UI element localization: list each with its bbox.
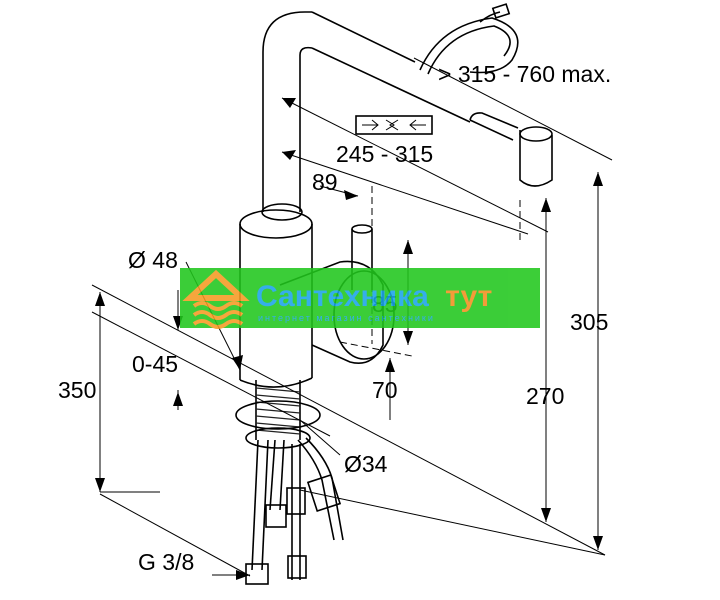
counter-thickness-label: 0-45 xyxy=(132,351,178,377)
connection-thread-label: G 3/8 xyxy=(138,549,194,575)
house-logo-icon xyxy=(182,269,250,329)
threaded-shank xyxy=(235,380,321,449)
watermark-brand: Сантехника тут xyxy=(256,280,492,313)
watermark-banner: Сантехника тут интернет магазин сантехни… xyxy=(180,268,540,329)
base-height-label: 70 xyxy=(372,377,398,403)
watermark-tagline: интернет магазин сантехники xyxy=(258,313,435,323)
arrowheads xyxy=(95,98,603,580)
spray-head xyxy=(469,112,553,187)
spout-reach-label: 245 - 315 xyxy=(336,141,433,167)
watermark-brand-word-2: тут xyxy=(445,280,492,313)
spout-offset-label: 89 xyxy=(312,169,338,195)
hose-range-label: > 315 - 760 max. xyxy=(438,61,611,87)
faucet-spout xyxy=(261,11,471,221)
shank-diameter-label: Ø34 xyxy=(344,451,388,477)
outlet-height-label: 270 xyxy=(526,383,564,409)
total-height-right-label: 305 xyxy=(570,309,608,335)
body-diameter-label: Ø 48 xyxy=(128,247,178,273)
range-symbol xyxy=(355,115,433,135)
watermark-brand-word-1: Сантехника xyxy=(256,280,429,313)
hose-coil-icon xyxy=(419,3,519,75)
supply-hoses xyxy=(245,437,344,585)
total-height-left-label: 350 xyxy=(58,377,96,403)
